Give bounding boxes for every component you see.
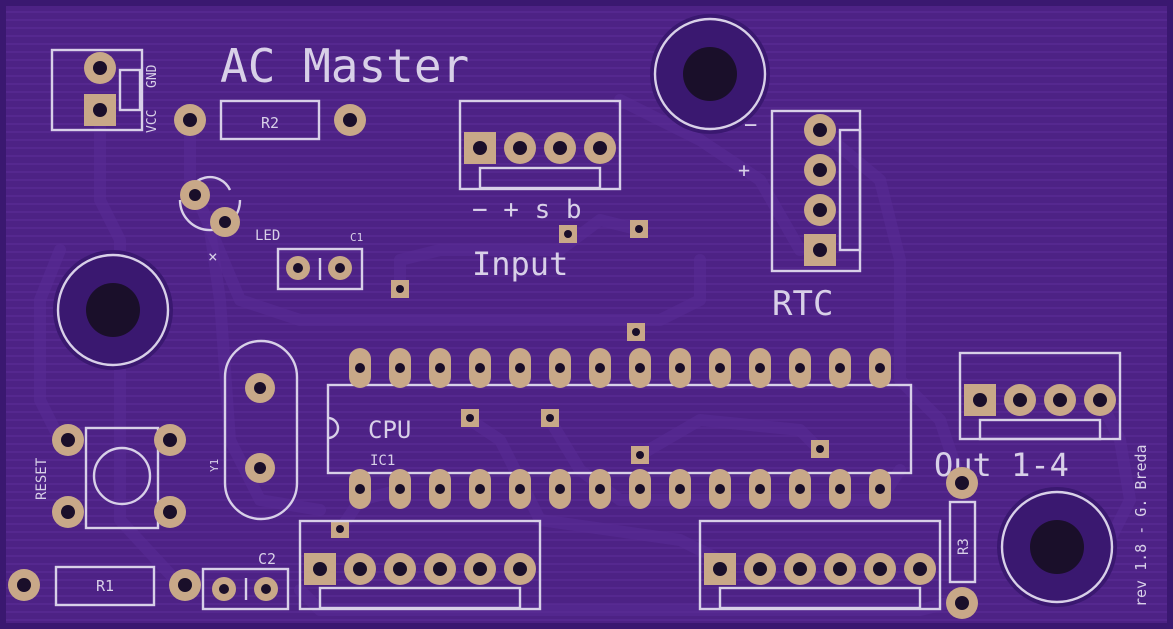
reset-button: RESET: [34, 424, 186, 530]
vias: [331, 220, 829, 538]
revision-label: rev 1.8 - G. Breda: [1132, 444, 1150, 607]
r1-label: R1: [96, 577, 114, 595]
r3-label: R3: [956, 538, 972, 555]
rtc-plus-label: +: [738, 158, 750, 182]
resistor-r3: R3: [946, 467, 978, 619]
cpu-ic1: CPU IC1: [326, 348, 913, 509]
board-title: AC Master: [220, 39, 469, 93]
r2-label: R2: [261, 114, 279, 132]
input-label: Input: [472, 245, 568, 283]
mounting-hole-top: [650, 14, 770, 134]
serial-connector-right: [698, 519, 942, 611]
mounting-hole-bottom-right: [997, 487, 1117, 607]
led-cathode-mark: ×: [208, 247, 218, 266]
capacitor-c2: C2: [201, 550, 290, 611]
led-label: LED: [255, 228, 280, 244]
y1-label: Y1: [208, 459, 221, 472]
input-connector: − + s b Input: [458, 99, 622, 283]
power-header: VCC GND: [50, 48, 160, 133]
c2-label: C2: [258, 550, 276, 568]
crystal-y1: Y1: [208, 339, 299, 521]
rtc-minus-label: −: [744, 113, 757, 138]
resistor-r2: R2: [174, 99, 366, 141]
capacitor-c1: C1: [276, 231, 363, 291]
ic1-label: IC1: [370, 453, 395, 469]
led-footprint: × LED: [178, 175, 280, 266]
mounting-hole-left: [53, 250, 173, 370]
vcc-label: VCC: [145, 110, 160, 133]
rtc-label: RTC: [772, 284, 833, 324]
c1-label: C1: [350, 231, 363, 244]
rtc-connector: − + RTC: [738, 109, 862, 324]
cpu-pins-top: [349, 348, 891, 388]
resistor-r1: R1: [8, 565, 201, 607]
cpu-label: CPU: [368, 416, 411, 444]
cpu-pins-bottom: [349, 469, 891, 509]
reset-label: RESET: [34, 457, 50, 500]
gnd-label: GND: [145, 64, 160, 88]
input-pin-labels: − + s b: [472, 195, 582, 225]
serial-connector-left: [298, 519, 542, 611]
